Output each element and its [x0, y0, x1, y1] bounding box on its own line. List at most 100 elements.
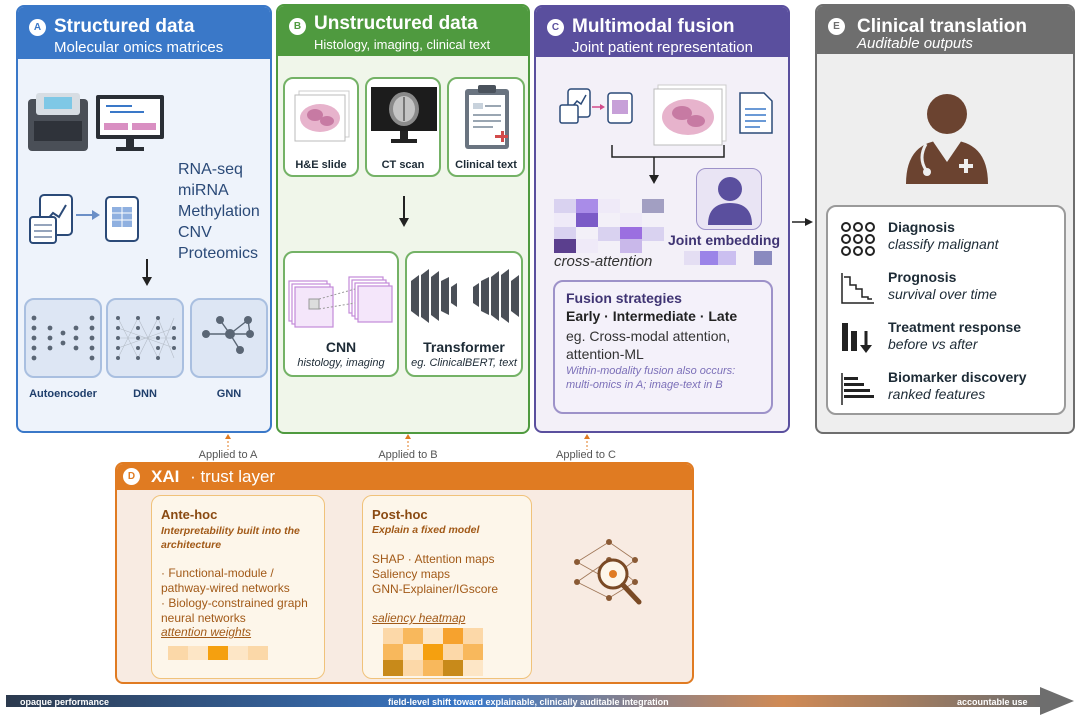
attention-weights-bar: [168, 646, 268, 660]
panel-b-letter: B: [289, 18, 306, 35]
gnn-icon: [202, 316, 254, 354]
ct-scan-label: CT scan: [381, 159, 425, 171]
dnn-box: [106, 298, 184, 378]
prognosis-sub: survival over time: [888, 286, 997, 302]
panel-a-header: A Structured data Molecular omics matric…: [18, 7, 270, 59]
panel-c-letter: C: [547, 19, 564, 36]
clinical-text-box: Clinical text: [447, 77, 525, 177]
panel-c-subtitle: Joint patient representation: [572, 39, 753, 56]
transformer-icon: [411, 269, 519, 323]
fusion-strategies-box: Fusion strategies Early · Intermediate ·…: [553, 280, 773, 414]
survival-curve-icon: [841, 273, 874, 304]
panel-e-subtitle: Auditable outputs: [857, 35, 973, 52]
he-slide-box: H&E slide: [283, 77, 359, 177]
transformer-subtitle: eg. ClinicalBERT, text: [411, 357, 517, 369]
he-slide-label: H&E slide: [295, 159, 347, 171]
applied-to-c-arrow: [584, 434, 590, 450]
footer-right-label: accountable use: [957, 697, 1028, 707]
panel-c-header: C Multimodal fusion Joint patient repres…: [536, 7, 788, 57]
applied-to-c-label: Applied to C: [556, 449, 616, 461]
applied-to-a-arrow: [225, 434, 231, 450]
omics-list: RNA-seq miRNA Methylation CNV Proteomics: [178, 159, 260, 264]
cross-attention-grid: [554, 199, 664, 253]
saliency-heatmap-label: saliency heatmap: [372, 611, 466, 625]
panel-d-letter: D: [123, 468, 140, 485]
panel-e-title: Clinical translation: [857, 16, 1027, 37]
transformer-title: Transformer: [423, 339, 505, 355]
joint-embedding-label: Joint embedding: [668, 232, 780, 248]
posthoc-item: SHAP · Attention maps: [372, 552, 495, 566]
applied-to-b-label: Applied to B: [378, 449, 438, 461]
gnn-label: GNN: [216, 388, 242, 400]
embedding-vector: [684, 251, 772, 265]
omics-item: RNA-seq: [178, 161, 243, 178]
antehoc-title: Ante-hoc: [161, 507, 218, 522]
panel-a-letter: A: [29, 19, 46, 36]
omics-matrix-icon: [29, 194, 139, 244]
applied-to-b-arrow: [405, 434, 411, 450]
panel-e-letter: E: [828, 18, 845, 35]
diagnosis-title: Diagnosis: [888, 219, 955, 235]
biomarker-sub: ranked features: [888, 386, 986, 402]
sequencer-icon: [28, 93, 164, 151]
prognosis-title: Prognosis: [888, 269, 957, 285]
omics-item: CNV: [178, 224, 212, 241]
panel-a-title: Structured data: [54, 16, 195, 37]
cross-attention-label: cross-attention: [554, 253, 653, 270]
progress-gradient-arrow: [6, 687, 1074, 715]
panel-b-header: B Unstructured data Histology, imaging, …: [278, 6, 528, 56]
fusion-note: Within-modality fusion also occurs: mult…: [566, 365, 736, 391]
panel-structured-data: A Structured data Molecular omics matric…: [16, 5, 272, 433]
cnn-box: CNN histology, imaging: [283, 251, 399, 377]
posthoc-title: Post-hoc: [372, 507, 428, 522]
saliency-heatmap: [383, 628, 483, 676]
antehoc-item: · Biology-constrained graph neural netwo…: [161, 596, 308, 625]
antehoc-box: Ante-hoc Interpretability built into the…: [151, 495, 325, 679]
cnn-subtitle: histology, imaging: [297, 357, 385, 369]
footer-left-label: opaque performance: [20, 697, 110, 707]
diagnosis-sub: classify malignant: [888, 236, 999, 252]
autoencoder-label: Autoencoder: [29, 388, 97, 400]
fusion-inputs-icon: [559, 84, 773, 184]
fusion-title: Fusion strategies: [566, 290, 682, 306]
panel-a-subtitle: Molecular omics matrices: [54, 39, 224, 56]
autoencoder-box: [24, 298, 102, 378]
fusion-example: eg. Cross-modal attention, attention-ML: [566, 328, 731, 362]
outputs-box: Diagnosis classify malignant Prognosis s…: [826, 205, 1066, 415]
panel-xai-trust-layer: D XAI · trust layer Ante-hoc Interpretab…: [115, 462, 694, 684]
cnn-icon: [288, 276, 393, 328]
ct-scan-icon: [371, 87, 437, 143]
he-slide-icon: [294, 90, 350, 142]
xai-magnifier-icon: [574, 539, 642, 605]
ranked-bars-icon: [841, 373, 874, 405]
biomarker-title: Biomarker discovery: [888, 369, 1027, 385]
right-arrow-icon: [792, 218, 813, 226]
patient-avatar-box: [696, 168, 762, 230]
autoencoder-icon: [31, 315, 95, 361]
transformer-box: Transformer eg. ClinicalBERT, text: [405, 251, 523, 377]
panel-clinical-translation: E Clinical translation Auditable outputs…: [815, 4, 1075, 434]
posthoc-subtitle: Explain a fixed model: [372, 524, 480, 536]
panel-d-header: D XAI · trust layer: [117, 464, 692, 490]
panel-unstructured-data: B Unstructured data Histology, imaging, …: [276, 4, 530, 434]
person-icon: [708, 177, 752, 225]
dnn-label: DNN: [133, 388, 157, 400]
ct-scan-box: CT scan: [365, 77, 441, 177]
posthoc-item: GNN-Explainer/IGscore: [372, 582, 499, 596]
doctor-icon: [906, 94, 988, 184]
clinical-text-label: Clinical text: [455, 159, 517, 171]
footer-center-label: field-level shift toward explainable, cl…: [388, 697, 669, 707]
xai-title: XAI: [151, 467, 180, 486]
omics-item: miRNA: [178, 182, 229, 199]
fusion-types: Early · Intermediate · Late: [566, 308, 738, 324]
panel-b-subtitle: Histology, imaging, clinical text: [314, 37, 491, 52]
panel-e-header: E Clinical translation Auditable outputs: [817, 6, 1073, 54]
omics-item: Methylation: [178, 203, 260, 220]
antehoc-item: · Functional-module / pathway-wired netw…: [161, 566, 290, 595]
applied-to-a-label: Applied to A: [198, 449, 258, 461]
gnn-box: [190, 298, 268, 378]
bar-down-icon: [842, 323, 872, 353]
omics-item: Proteomics: [178, 245, 259, 262]
posthoc-item: Saliency maps: [372, 567, 451, 581]
antehoc-subtitle: Interpretability built into the architec…: [161, 525, 300, 551]
